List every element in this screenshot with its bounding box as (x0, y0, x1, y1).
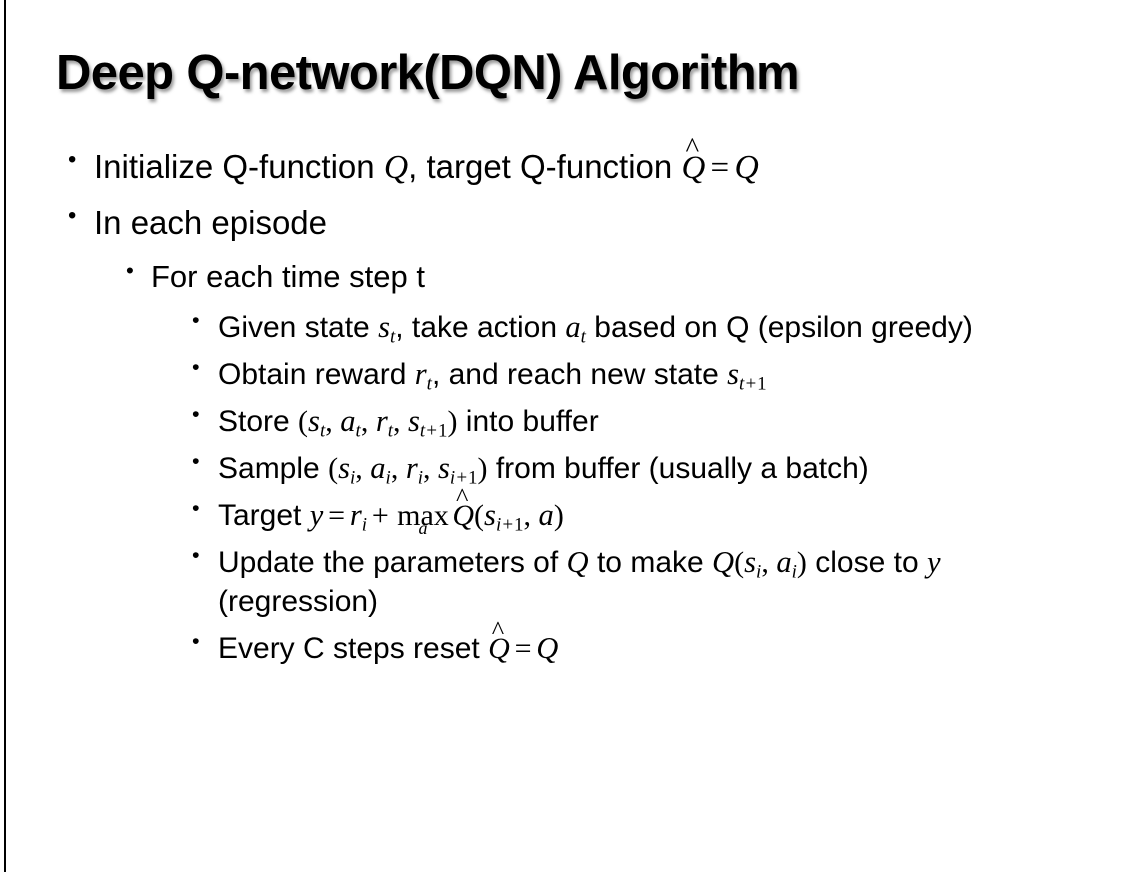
math-delimiter: , (360, 404, 376, 438)
math-delimiter: ) (796, 545, 807, 579)
math-symbol-hat: ^Q (488, 615, 510, 666)
math-symbol-subscripted: st+1 (727, 356, 767, 395)
math-operator: = (514, 632, 532, 666)
bullet-item-text: Update the parameters of Q to make Q(si,… (218, 544, 941, 619)
bullet-item-level-3: • Obtain reward rt, and reach new state s… (0, 354, 1124, 395)
math-operator: = (710, 150, 730, 186)
bullet-point-icon: • (68, 146, 77, 174)
bullet-item-text: Every C steps reset ^Q=Q (218, 615, 1098, 669)
bullet-item-text: In each episode (94, 203, 328, 241)
math-symbol: Q (383, 149, 409, 186)
math-symbol-subscripted: ri (349, 497, 368, 535)
bullet-item-text: Store (st, at, rt, st+1) into buffer (218, 403, 599, 442)
bullet-point-icon: • (126, 257, 134, 283)
math-delimiter: , (325, 404, 341, 438)
math-delimiter: ) (553, 498, 564, 532)
bullet-item-text: Sample (si, ai, ri, si+1) from buffer (u… (218, 450, 869, 489)
math-operator: + (371, 498, 389, 532)
math-symbol-subscripted: si (338, 450, 356, 489)
math-symbol-subscripted: ri (405, 450, 424, 489)
bullet-item-level-2: • For each time step t (0, 257, 1124, 297)
bullet-item-text: For each time step t (151, 258, 425, 294)
math-delimiter: ) (447, 404, 458, 438)
math-delimiter: , (355, 451, 371, 485)
math-symbol: Q (712, 544, 735, 579)
math-limit-variable: a (418, 517, 428, 538)
math-symbol-subscripted: at (565, 310, 586, 348)
math-symbol: y (309, 497, 324, 532)
math-symbol-subscripted: ai (776, 544, 797, 582)
math-symbol-subscripted: rt (375, 403, 393, 442)
math-delimiter: ( (474, 498, 485, 532)
math-symbol-subscripted: ai (370, 450, 391, 489)
math-delimiter: , (390, 451, 406, 485)
math-symbol: a (538, 497, 554, 532)
math-delimiter: ( (328, 451, 339, 485)
math-symbol-hat: ^Q (681, 131, 706, 186)
math-delimiter: , (423, 451, 439, 485)
math-symbol: y (926, 544, 941, 579)
bullet-item-text: Initialize Q-function Q, target Q-functi… (94, 131, 1124, 190)
math-delimiter: , (393, 404, 408, 438)
math-symbol-subscripted: rt (414, 356, 432, 395)
math-symbol-subscripted: st (308, 403, 326, 442)
bullet-item-text: Given state st, take action at based on … (218, 310, 973, 348)
bullet-item-level-3: • Update the parameters of Q to make Q(si… (0, 542, 1124, 623)
math-symbol-subscripted: si+1 (484, 497, 524, 535)
bullet-item-text: Obtain reward rt, and reach new state st… (218, 356, 767, 395)
bullet-item-level-1: • Initialize Q-function Q, target Q-funct… (0, 131, 1124, 190)
bullet-item-level-3: • Store (st, at, rt, st+1) into buffer (0, 401, 1124, 442)
circumflex-icon: ^ (491, 615, 505, 646)
bullet-point-icon: • (192, 628, 200, 654)
math-symbol: Q (566, 544, 589, 579)
bullet-point-icon: • (68, 201, 77, 229)
math-symbol-subscripted: si+1 (438, 450, 478, 489)
math-operator: = (328, 498, 346, 532)
bullet-point-icon: • (192, 307, 200, 333)
math-symbol-hat: ^Q (452, 481, 475, 532)
bullet-point-icon: • (192, 447, 200, 473)
math-symbol-subscripted: st (378, 310, 396, 348)
math-symbol-subscripted: si (744, 544, 762, 582)
bullet-item-level-3: • Sample (si, ai, ri, si+1) from buffer (… (0, 448, 1124, 489)
left-edge-rule (4, 0, 6, 872)
page-title: Deep Q-network(DQN) Algorithm (56, 46, 800, 100)
bullet-item-level-3: •Given state st, take action at based on… (0, 307, 1124, 348)
math-limit-operator-name: max (397, 498, 449, 532)
math-symbol-subscripted: at (340, 403, 361, 442)
math-symbol-subscripted: st+1 (408, 403, 448, 442)
circumflex-icon: ^ (685, 131, 700, 164)
bullet-list: • Initialize Q-function Q, target Q-funct… (0, 131, 1124, 675)
bullet-point-icon: • (192, 541, 200, 567)
math-symbol: Q (734, 149, 759, 186)
math-delimiter: , (523, 498, 539, 532)
math-delimiter: ( (298, 404, 309, 438)
bullet-point-icon: • (192, 494, 200, 520)
bullet-point-icon: • (192, 401, 200, 426)
bullet-item-level-3: •Every C steps reset ^Q=Q (0, 615, 1124, 669)
bullet-point-icon: • (192, 354, 200, 380)
math-symbol: Q (536, 631, 559, 666)
math-delimiter: , (761, 545, 777, 579)
math-delimiter: ( (734, 545, 745, 579)
circumflex-icon: ^ (456, 481, 469, 512)
bullet-item-level-1: • In each episode (0, 202, 1124, 245)
math-delimiter: ) (477, 451, 488, 485)
